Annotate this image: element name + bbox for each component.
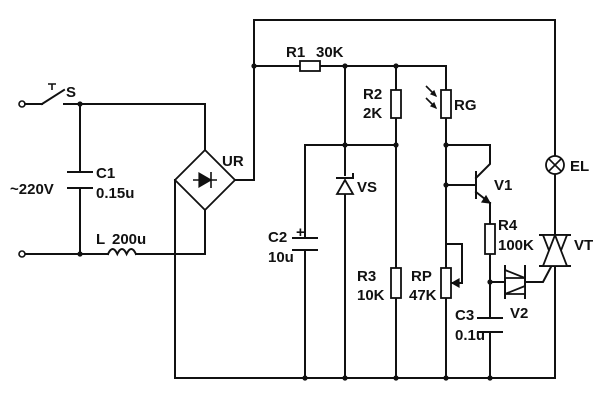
c1-value: 0.15u (96, 185, 134, 202)
resistor-r4: R4 100K (484, 217, 534, 255)
wire-v2-right (524, 263, 554, 283)
r1-name: R1 (286, 44, 305, 61)
r3-value: 10K (357, 287, 385, 304)
v1-label: V1 (494, 177, 512, 194)
el-label: EL (570, 158, 589, 175)
c3-name: C3 (455, 307, 474, 324)
triac-vt: VT (539, 232, 593, 269)
capacitor-c3: C3 0.1u (455, 307, 503, 344)
c2-plus: + (296, 224, 305, 241)
r2-name: R2 (363, 86, 382, 103)
junction-dots (77, 63, 493, 381)
resistor-r2: R2 2K (363, 86, 402, 122)
c2-value: 10u (268, 249, 294, 266)
mains-label: ~220V (10, 181, 54, 198)
wires (23, 19, 556, 379)
inductor-name: L (96, 231, 105, 248)
potentiometer-rp: RP 47K (409, 267, 460, 304)
switch-label: S (66, 84, 76, 101)
transistor-v1: V1 (474, 154, 512, 205)
photoresistor-rg: RG (425, 85, 477, 119)
capacitor-c2: + C2 10u (268, 224, 318, 266)
r4-value: 100K (498, 237, 534, 254)
wire-bridge-plus (234, 19, 556, 181)
v2-label: V2 (510, 305, 528, 322)
mains-terminal-bottom (18, 250, 26, 258)
inductor-l: L 200u (96, 231, 146, 257)
lamp-el: EL (545, 155, 589, 175)
resistor-r3: R3 10K (357, 267, 402, 304)
bridge-rectifier-ur: UR (173, 148, 244, 212)
bridge-label: UR (222, 153, 244, 170)
r3-name: R3 (357, 268, 376, 285)
r4-name: R4 (498, 217, 518, 234)
wire-c2-top (304, 144, 346, 239)
resistor-r1: R1 30K (286, 44, 344, 72)
zener-vs: VS (335, 173, 377, 196)
vs-label: VS (357, 179, 377, 196)
rp-name: RP (411, 268, 432, 285)
r2-value: 2K (363, 105, 382, 122)
inductor-value: 200u (112, 231, 146, 248)
wire-inductor-to-bridge (135, 209, 206, 255)
c2-name: C2 (268, 229, 287, 246)
wire-switch-to-bridge (63, 103, 206, 151)
c3-value: 0.1u (455, 327, 485, 344)
rp-value: 47K (409, 287, 437, 304)
c1-name: C1 (96, 165, 115, 182)
capacitor-c1: C1 0.15u (67, 165, 134, 202)
diac-v2: V2 (504, 265, 528, 322)
wire-bridge-minus (174, 179, 556, 379)
switch-s: S (24, 83, 76, 106)
r1-value: 30K (316, 44, 344, 61)
vt-label: VT (574, 237, 593, 254)
wire-r1-right (319, 65, 447, 91)
wire-rg-bottom (445, 117, 491, 156)
rg-label: RG (454, 97, 477, 114)
